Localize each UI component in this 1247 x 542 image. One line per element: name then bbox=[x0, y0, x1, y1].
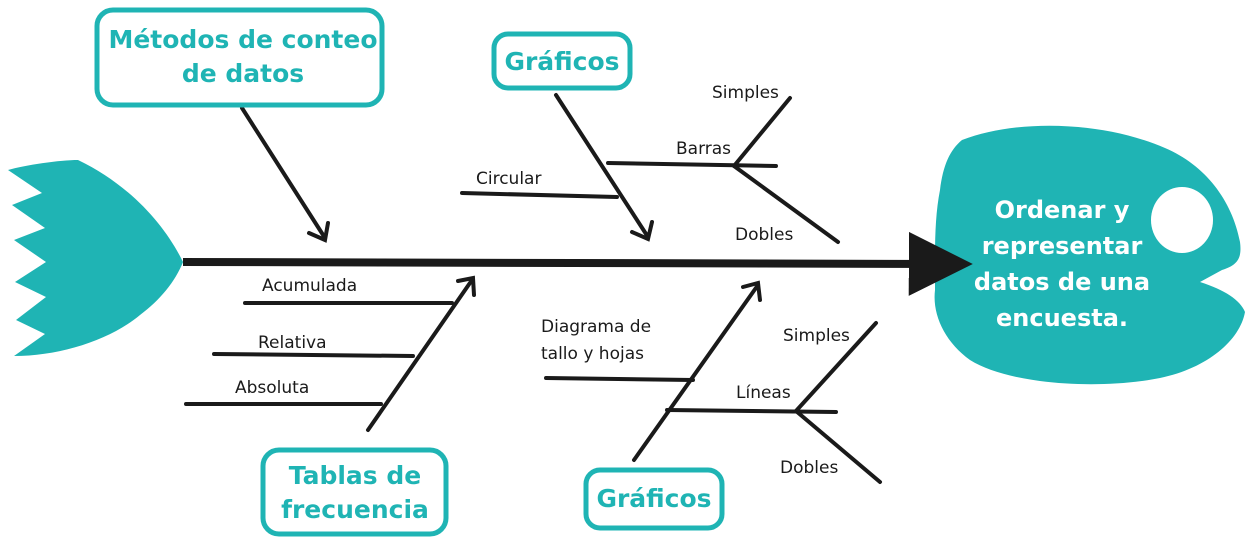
fish-eye bbox=[1151, 187, 1213, 253]
bone-barras-simples bbox=[732, 96, 792, 168]
label-tablas-1: Tablas de bbox=[289, 461, 421, 490]
spine-arrow bbox=[182, 231, 973, 296]
label-barras-simples: Simples bbox=[712, 83, 779, 103]
head-text-3: datos de una bbox=[974, 268, 1150, 296]
label-tablas-2: frecuencia bbox=[281, 495, 429, 524]
label-absoluta: Absoluta bbox=[235, 378, 309, 398]
arrowhead-metodos bbox=[307, 221, 330, 243]
label-lineas-dobles: Dobles bbox=[780, 458, 838, 478]
label-metodos-1: Métodos de conteo bbox=[108, 25, 377, 54]
box-graficos-top bbox=[491, 31, 633, 91]
arrowhead-tablas bbox=[456, 275, 476, 297]
label-acumulada: Acumulada bbox=[262, 276, 357, 296]
bone-metodos bbox=[240, 106, 327, 240]
label-lineas-simples: Simples bbox=[783, 326, 850, 346]
fish-tail bbox=[8, 160, 183, 356]
bone-lineas-simples bbox=[794, 321, 878, 413]
bone-barras-dobles bbox=[732, 164, 840, 244]
bone-barras bbox=[606, 161, 778, 168]
arrowhead-graficos-bottom bbox=[741, 280, 762, 302]
label-graficos-top: Gráficos bbox=[504, 47, 619, 76]
fish-head bbox=[934, 125, 1245, 385]
label-circular: Circular bbox=[476, 169, 541, 189]
box-metodos bbox=[94, 7, 385, 108]
bone-lineas-dobles bbox=[794, 409, 882, 484]
arrowhead-graficos-top bbox=[630, 220, 654, 242]
head-text-2: representar bbox=[982, 232, 1143, 260]
bone-lineas bbox=[665, 408, 838, 414]
head-text-4: encuesta. bbox=[996, 304, 1128, 332]
bone-circular bbox=[460, 191, 619, 199]
label-metodos-2: de datos bbox=[182, 59, 304, 88]
head-text-1: Ordenar y bbox=[995, 196, 1130, 224]
box-tablas bbox=[260, 447, 449, 537]
bone-relativa bbox=[212, 352, 415, 358]
bone-graficos-bottom bbox=[632, 283, 760, 462]
label-lineas: Líneas bbox=[736, 383, 791, 403]
bone-tablas bbox=[366, 278, 474, 432]
bone-tallo-hojas bbox=[544, 376, 695, 382]
label-graficos-bottom: Gráficos bbox=[596, 484, 711, 513]
label-tallo-hojas-1: Diagrama de bbox=[541, 317, 651, 337]
label-relativa: Relativa bbox=[258, 333, 327, 353]
label-barras: Barras bbox=[676, 139, 731, 159]
bone-graficos-top bbox=[554, 93, 650, 239]
label-tallo-hojas-2: tallo y hojas bbox=[541, 344, 644, 364]
label-barras-dobles: Dobles bbox=[735, 225, 793, 245]
box-graficos-bottom bbox=[583, 467, 725, 531]
